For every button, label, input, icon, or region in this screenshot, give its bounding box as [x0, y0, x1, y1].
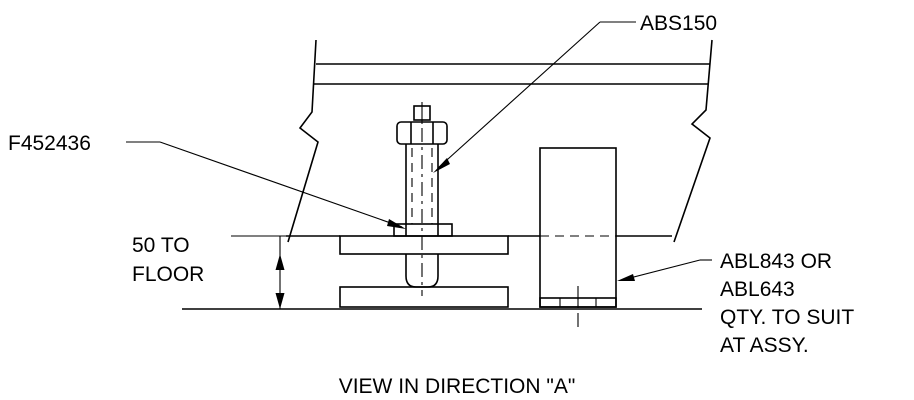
washer	[393, 223, 453, 237]
label-f452436: F452436	[8, 132, 91, 155]
callout-block: ABL843 OR ABL643 QTY. TO SUIT AT ASSY.	[617, 250, 854, 357]
callout-washer: F452436	[8, 132, 406, 229]
reference-lines	[182, 235, 702, 310]
dimension-line-1: 50 TO	[132, 234, 190, 257]
spacer-block	[539, 147, 617, 330]
top-plate	[339, 235, 509, 255]
anchor-bolt	[396, 102, 448, 296]
label-abs150: ABS150	[640, 12, 717, 35]
label-block-line-1: ABL843 OR	[720, 250, 832, 273]
label-block-line-3: QTY. TO SUIT	[720, 306, 854, 329]
label-block-line-4: AT ASSY.	[720, 334, 809, 357]
dimension-to-floor: 50 TO FLOOR	[132, 234, 286, 309]
bottom-plate	[339, 286, 509, 308]
label-block-line-2: ABL643	[720, 278, 795, 301]
beam	[287, 39, 713, 243]
callout-bolt: ABS150	[433, 12, 717, 173]
dimension-line-2: FLOOR	[132, 263, 204, 286]
view-caption: VIEW IN DIRECTION "A"	[339, 375, 576, 398]
